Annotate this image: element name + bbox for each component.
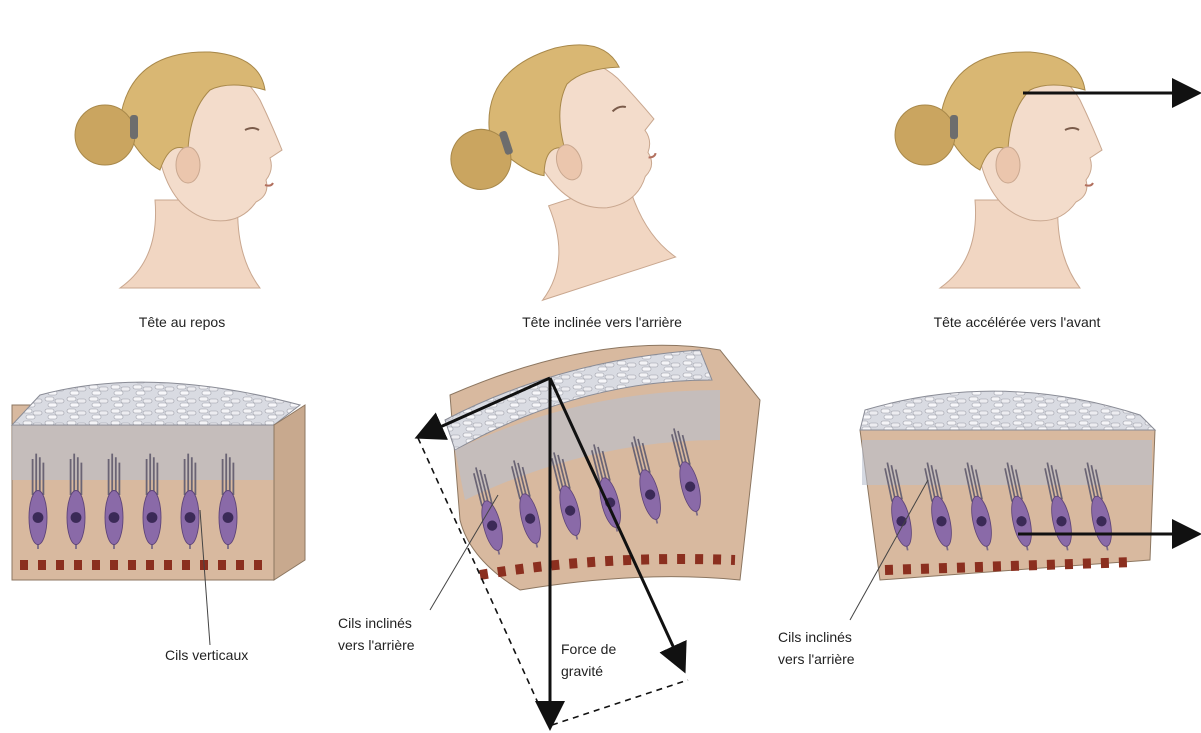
head-tilted-illustration (427, 26, 697, 314)
label-force-1: Force de (561, 640, 616, 658)
caption-rest: Tête au repos (139, 313, 225, 331)
macula-block-rest (12, 382, 305, 645)
label-force-2: gravité (561, 662, 603, 680)
label-cils-inclines-tilted-1: Cils inclinés (338, 614, 412, 632)
label-cils-inclines-tilted-2: vers l'arrière (338, 636, 415, 654)
label-cils-verticaux: Cils verticaux (165, 646, 248, 664)
head-rest-illustration (75, 52, 282, 288)
label-cils-inclines-accel-1: Cils inclinés (778, 628, 852, 646)
macula-block-accelerated (850, 391, 1196, 620)
label-cils-inclines-accel-2: vers l'arrière (778, 650, 855, 668)
caption-tilted: Tête inclinée vers l'arrière (522, 313, 682, 331)
caption-accelerated: Tête accélérée vers l'avant (934, 313, 1101, 331)
head-accelerated-illustration (895, 52, 1102, 288)
